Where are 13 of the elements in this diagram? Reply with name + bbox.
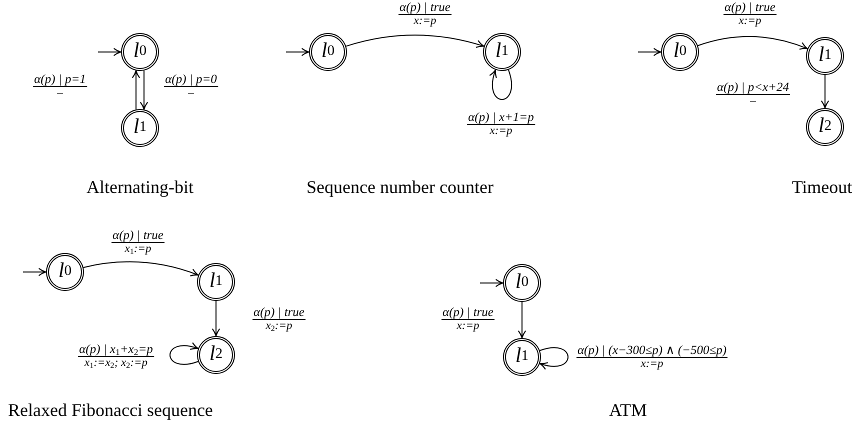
edge-label: α(p) | true x:=p [724, 0, 776, 29]
edge-label: α(p) | true x:=p [442, 305, 494, 334]
edge-label: α(p) | x$_{1}$+x$_{2}$=p x$_{1}$:=x$_{2}$; x$_{2}$:=p [78, 342, 154, 371]
diagram-caption: ATM [609, 400, 647, 421]
edge-label: α(p) | true x$_{2}$:=p [252, 305, 306, 334]
edge-label: α(p) | x+1=p x:=p [467, 110, 535, 139]
edge-label: α(p) | (x−300≤p) ∧ (−500≤p) x:=p [576, 343, 728, 372]
diagram-caption: Relaxed Fibonacci sequence [8, 400, 213, 421]
diagram-caption: Sequence number counter [306, 177, 494, 198]
diagram-caption: Timeout [792, 177, 852, 198]
diagram-caption: Alternating-bit [86, 177, 194, 198]
edge-label: α(p) | true x:=p [398, 0, 452, 29]
edge-label: α(p) | true x$_{1}$:=p [112, 228, 164, 257]
